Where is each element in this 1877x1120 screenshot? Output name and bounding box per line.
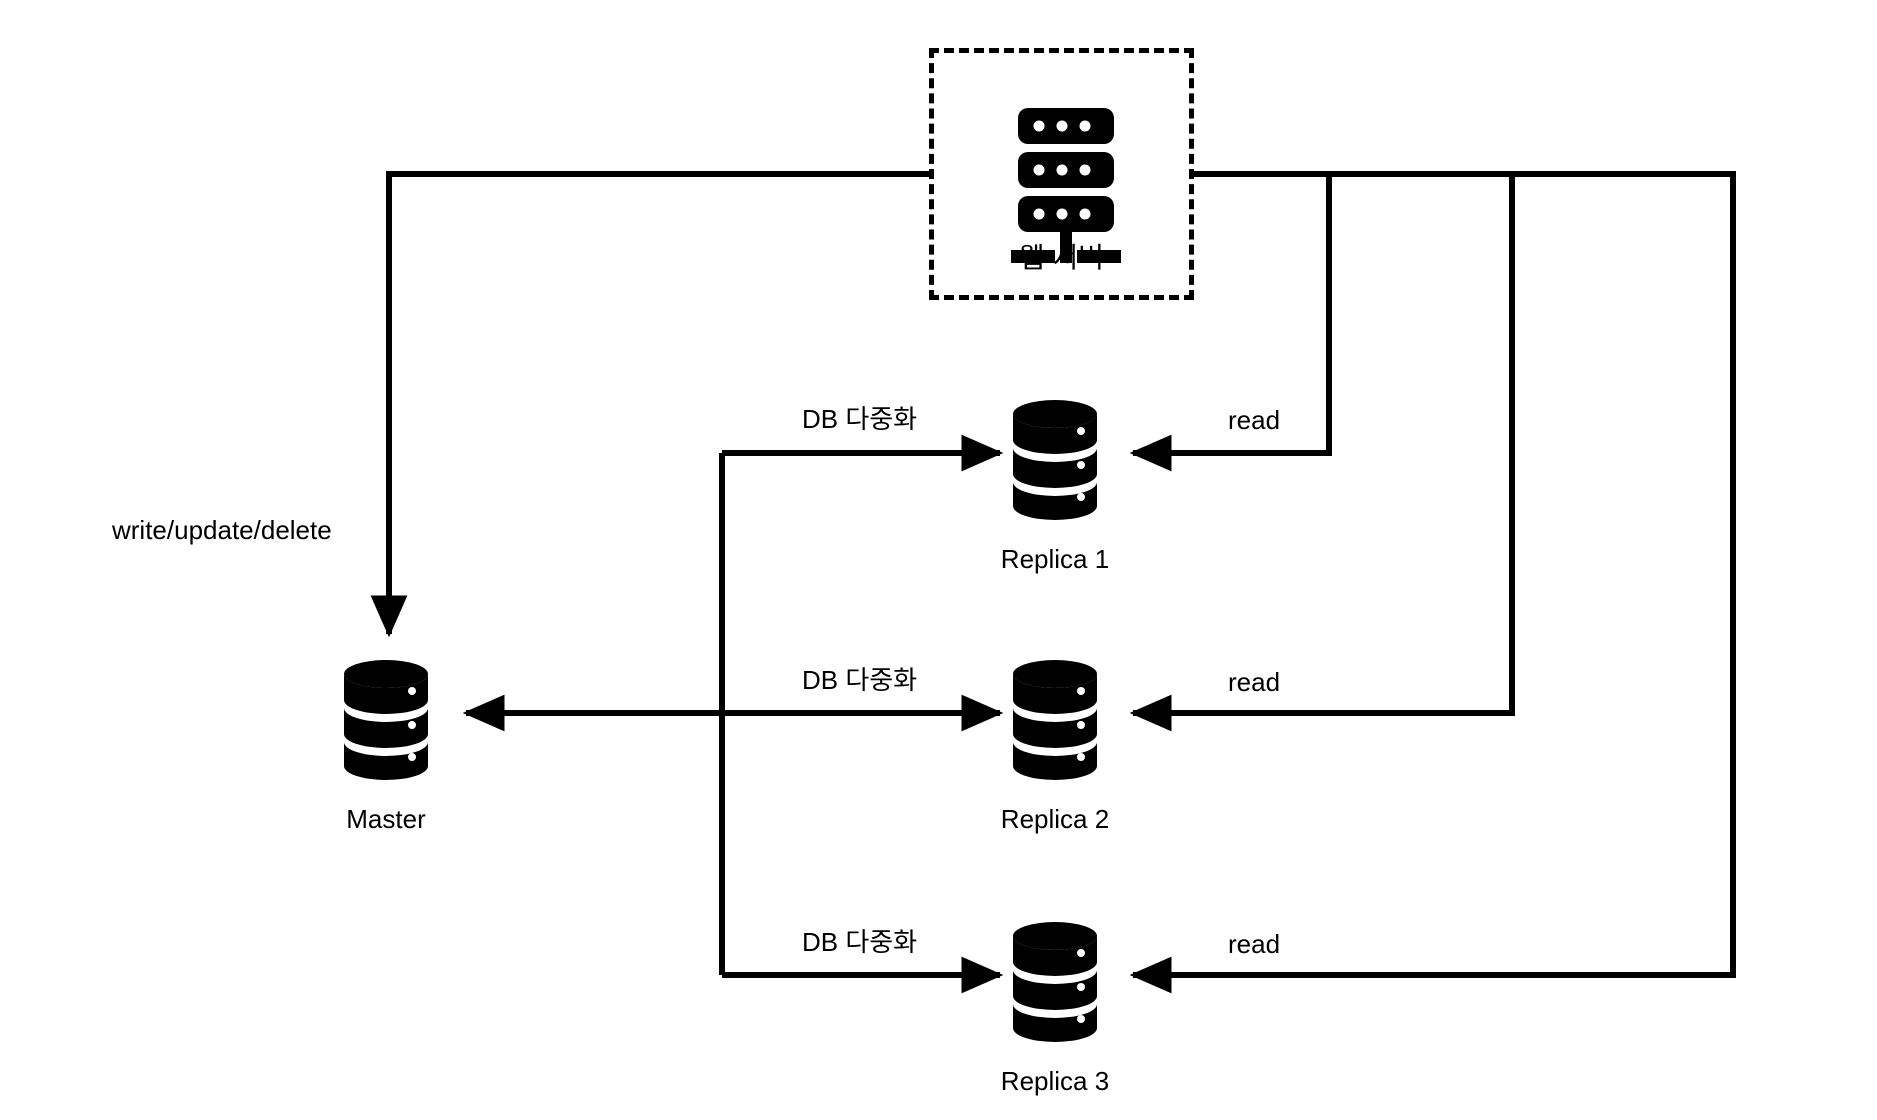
replica-3-label: Replica 3 — [1000, 1066, 1110, 1096]
edge-label-write-update-delete: write/update/delete — [112, 515, 332, 545]
edge-read-replica-3 — [1129, 174, 1736, 994]
database-cylinder-replica-2 — [1013, 660, 1097, 780]
edge-label-replication-2: DB 다중화 — [802, 665, 918, 695]
replica-2-label: Replica 2 — [1000, 804, 1110, 834]
edge-label-read-3: read — [1228, 929, 1281, 959]
edge-read-replica-2 — [1129, 174, 1515, 732]
master-label: Master — [346, 804, 426, 834]
database-cylinder-master — [344, 660, 428, 780]
edge-label-read-1: read — [1228, 405, 1281, 435]
edge-label-replication-1: DB 다중화 — [802, 404, 918, 434]
edge-label-read-2: read — [1228, 667, 1281, 697]
web-server-label: 웹 서버 — [1018, 242, 1105, 273]
database-cylinder-replica-1 — [1013, 400, 1097, 520]
edge-label-replication-3: DB 다중화 — [802, 927, 918, 957]
database-cylinder-replica-3 — [1013, 922, 1097, 1042]
replica-1-label: Replica 1 — [1000, 544, 1110, 574]
edge-write-update-delete — [370, 171, 930, 638]
edge-read-replica-1 — [1129, 174, 1332, 472]
web-server-group-box — [929, 48, 1194, 300]
connector-lines — [370, 171, 1736, 994]
server-rack-icon — [1011, 108, 1121, 263]
